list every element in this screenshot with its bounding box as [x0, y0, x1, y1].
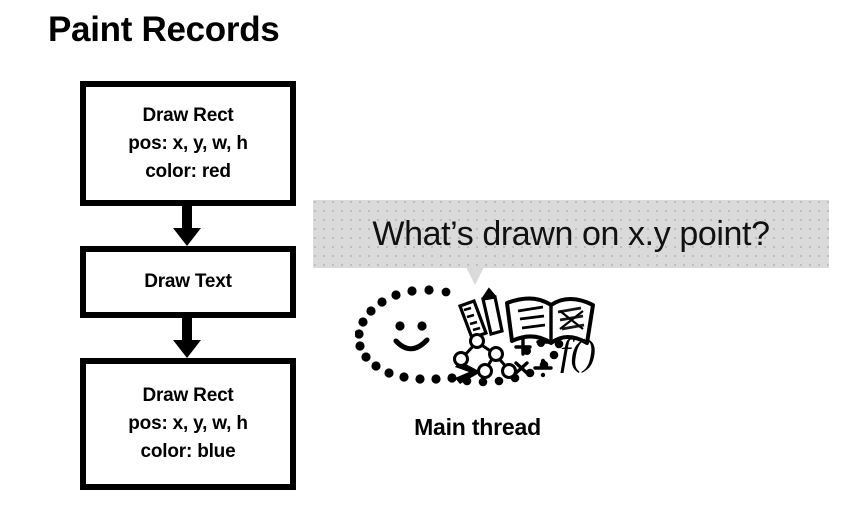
main-thread-illustration: f() [355, 285, 600, 400]
ruler-icon [457, 298, 489, 341]
math-operators-icon [514, 338, 554, 378]
speech-bubble: What’s drawn on x.y point? [313, 200, 829, 268]
record-line: Draw Text [144, 271, 232, 292]
dotted-oval-loop [355, 285, 564, 387]
smiley-face [393, 321, 430, 352]
speech-bubble-text: What’s drawn on x.y point? [372, 215, 770, 253]
arrow-head [173, 228, 201, 246]
speech-bubble-tail [466, 267, 484, 285]
arrow-shaft [182, 206, 192, 230]
record-line: Draw Rect [142, 385, 234, 406]
arrow-head [173, 340, 201, 358]
record-line: pos: x, y, w, h [128, 132, 248, 154]
function-notation-icon: f() [560, 332, 596, 374]
page-title: Paint Records [48, 10, 280, 49]
paint-record-box-draw-text: Draw Text [80, 246, 296, 318]
pencil-icon [481, 287, 504, 336]
record-line: pos: x, y, w, h [128, 413, 248, 434]
record-line: color: red [145, 160, 231, 182]
record-line: Draw Rect [142, 104, 234, 126]
arrow-down-icon [173, 206, 201, 246]
main-thread-label: Main thread [414, 414, 541, 440]
binary-tree-icon [453, 333, 517, 379]
arrow-down-icon [173, 318, 201, 358]
record-line: color: blue [140, 441, 236, 462]
paint-record-box-draw-rect-red: Draw Rect pos: x, y, w, h color: red [80, 81, 296, 206]
arrow-shaft [182, 318, 192, 342]
open-book-icon [505, 296, 595, 345]
paint-record-box-draw-rect-blue: Draw Rect pos: x, y, w, h color: blue [80, 358, 296, 490]
